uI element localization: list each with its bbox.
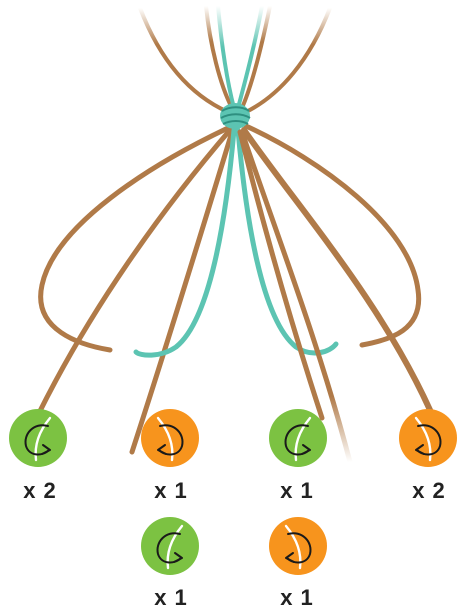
strand-to-knot-1	[35, 127, 233, 418]
strand-tail-middle	[239, 129, 353, 465]
strand-left-loop	[38, 125, 231, 353]
upper-strand-left-inner	[204, 4, 234, 110]
strand-to-knot-4	[241, 127, 433, 413]
strand-to-knot-3	[237, 129, 325, 421]
count-label-backward-1: x 1	[154, 478, 188, 503]
forward-knot-symbol	[9, 409, 67, 467]
strand-to-knot-2	[129, 129, 235, 455]
white-strand-icon	[156, 416, 174, 462]
lower-strands	[35, 123, 433, 465]
upper-strands	[138, 4, 332, 114]
upper-strand-teal-left	[216, 4, 236, 110]
arrowhead-icon	[415, 444, 425, 455]
strand-right-loop	[243, 123, 422, 348]
backward-knot-symbol	[399, 409, 457, 467]
white-strand-icon	[34, 416, 52, 462]
central-knot-wrap	[220, 106, 251, 125]
arrowhead-icon	[157, 444, 167, 455]
teal-strand-right	[235, 127, 339, 356]
arrowhead-icon	[173, 552, 183, 563]
central-knot	[220, 103, 251, 129]
forward-knot-symbol	[269, 409, 327, 467]
count-label-forward-2: x 1	[280, 478, 314, 503]
upper-strand-left-outer	[138, 6, 230, 114]
white-strand-icon	[294, 416, 312, 462]
arrowhead-icon	[41, 444, 51, 455]
upper-strand-right-outer	[244, 6, 332, 114]
forward-knot-symbol	[141, 517, 199, 575]
arrowhead-icon	[301, 444, 311, 455]
white-strand-icon	[414, 416, 432, 462]
knot-symbols	[9, 409, 457, 575]
arrowhead-icon	[285, 552, 295, 563]
backward-knot-symbol	[141, 409, 199, 467]
upper-strand-teal-right	[236, 4, 264, 110]
backward-knot-symbol	[269, 517, 327, 575]
upper-strand-right-inner	[240, 4, 272, 110]
white-strand-icon	[284, 524, 302, 570]
count-label-backward-2: x 2	[412, 478, 446, 503]
count-label-forward-3: x 1	[154, 585, 188, 610]
white-strand-icon	[166, 524, 184, 570]
teal-strand-left	[133, 127, 237, 358]
count-label-backward-3: x 1	[280, 585, 314, 610]
count-label-forward-1: x 2	[23, 478, 57, 503]
